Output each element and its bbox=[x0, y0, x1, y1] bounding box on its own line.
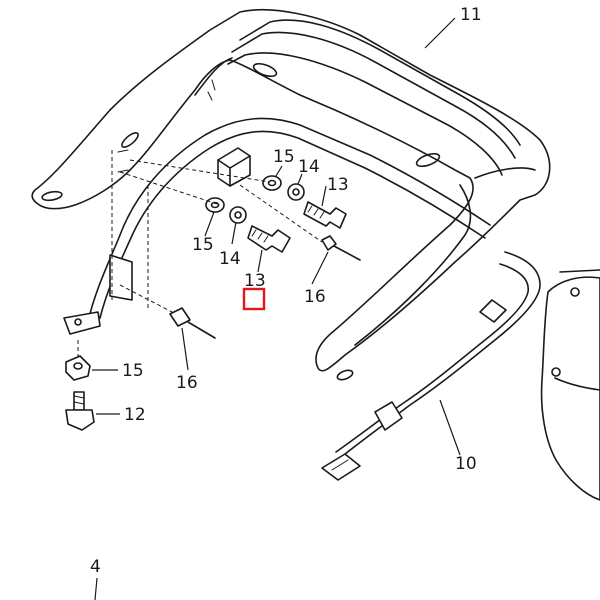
leader-15a bbox=[275, 165, 283, 177]
bolt-12-head bbox=[65, 409, 95, 431]
grab-bar-slot-1 bbox=[252, 62, 278, 78]
fender-plate-hole-2 bbox=[551, 367, 561, 377]
callout-11: 11 bbox=[460, 5, 482, 25]
leader-13a bbox=[321, 185, 327, 207]
fender-plate-hole-1 bbox=[570, 287, 580, 297]
washer-15-upper-hole bbox=[267, 179, 277, 187]
bolt-13-lower bbox=[247, 225, 291, 253]
assembly-line-2 bbox=[129, 159, 271, 183]
collar-14-lower-hole bbox=[234, 211, 242, 219]
washer-15-lower bbox=[205, 197, 225, 213]
grab-bar-end-cap bbox=[474, 167, 536, 179]
nut-15-left bbox=[65, 355, 91, 381]
assembly-line-1 bbox=[119, 171, 221, 206]
assembly-line-3 bbox=[239, 184, 323, 243]
washer-15-upper bbox=[262, 175, 282, 191]
bracket-tabs-left bbox=[117, 149, 129, 173]
leader-16a bbox=[311, 251, 329, 285]
grab-bar-outline bbox=[31, 9, 551, 372]
callout-15-left: 15 bbox=[122, 361, 144, 381]
bolt-13-upper bbox=[303, 201, 347, 229]
fender-plate-top-edge bbox=[559, 269, 600, 273]
callouts: 11 15 14 13 15 14 13 16 15 12 16 10 4 bbox=[90, 5, 482, 577]
grab-bar-front-arm bbox=[354, 184, 472, 346]
carrier-rod-inner bbox=[99, 130, 486, 319]
bolt-12-shank bbox=[73, 391, 85, 411]
pin-16-upper-head bbox=[321, 235, 337, 251]
callout-14-upper: 14 bbox=[298, 157, 320, 177]
carrier-upper-bracket-edges bbox=[217, 155, 251, 187]
carrier-left-foot bbox=[63, 311, 101, 335]
nut-15-left-hole bbox=[73, 362, 83, 370]
bolt-13-lower-thread bbox=[251, 229, 269, 243]
washer-15-lower-hole bbox=[210, 201, 220, 209]
leader-14a bbox=[297, 173, 303, 185]
callout-4: 4 bbox=[90, 557, 101, 577]
pin-16-left-head bbox=[169, 307, 191, 327]
fender-plate bbox=[540, 269, 600, 501]
leader-lines bbox=[92, 17, 461, 600]
collar-14-lower bbox=[229, 206, 247, 224]
callout-16-upper: 16 bbox=[304, 287, 326, 307]
carrier-clamp-upper bbox=[479, 299, 507, 323]
leader-15b bbox=[204, 211, 215, 237]
carrier-upper-bracket bbox=[217, 147, 251, 187]
grab-bar-rail-line-3 bbox=[227, 52, 503, 176]
grab-bar-rail-line-2 bbox=[231, 31, 516, 159]
highlight-box bbox=[242, 287, 266, 311]
grab-bar-slot-5 bbox=[336, 369, 354, 381]
leader-10 bbox=[439, 399, 461, 456]
grab-bar-detail-marks bbox=[207, 79, 216, 101]
hardware bbox=[65, 159, 361, 431]
pin-16-left-shaft bbox=[187, 321, 216, 339]
carrier-end-bracket bbox=[321, 453, 361, 481]
grab-bar-rail-line-1 bbox=[239, 19, 521, 146]
collar-14-upper bbox=[287, 183, 305, 201]
bolt-12-thread bbox=[73, 395, 85, 405]
grab-bar-slot-3 bbox=[121, 132, 139, 148]
grab-bar-slot-4 bbox=[41, 190, 63, 202]
leader-13b bbox=[257, 249, 263, 273]
carrier-clamp-lower bbox=[374, 401, 403, 431]
bolt-13-upper-thread bbox=[307, 205, 325, 219]
carrier-left-bracket bbox=[109, 254, 133, 301]
carrier-left-foot-hole bbox=[74, 318, 82, 326]
collar-14-upper-hole bbox=[292, 188, 300, 196]
callout-15-upper: 15 bbox=[273, 147, 295, 167]
callout-12: 12 bbox=[124, 405, 146, 425]
fender-plate-outline bbox=[540, 276, 600, 501]
fender-plate-crease bbox=[554, 377, 600, 391]
carrier-right-rod-inner bbox=[335, 263, 529, 453]
callout-10: 10 bbox=[455, 454, 477, 474]
callout-16-left: 16 bbox=[176, 373, 198, 393]
pin-16-upper-shaft bbox=[333, 245, 361, 261]
callout-15-lower: 15 bbox=[192, 235, 214, 255]
leader-14b bbox=[231, 221, 237, 245]
assembly-line-4 bbox=[119, 284, 173, 313]
grab-bar-slot-2 bbox=[415, 152, 441, 168]
callout-14-lower: 14 bbox=[219, 249, 241, 269]
grab-bar-inner-curve bbox=[194, 57, 233, 96]
carrier-end-bracket-detail bbox=[331, 459, 349, 471]
carrier-rod-outer bbox=[87, 117, 491, 323]
leader-11 bbox=[424, 17, 456, 49]
leader-16b bbox=[181, 327, 189, 371]
grab-bar-part-11 bbox=[31, 9, 551, 381]
leader-4 bbox=[94, 577, 98, 600]
callout-13-lower: 13 bbox=[244, 271, 266, 291]
callout-13-upper: 13 bbox=[327, 175, 349, 195]
